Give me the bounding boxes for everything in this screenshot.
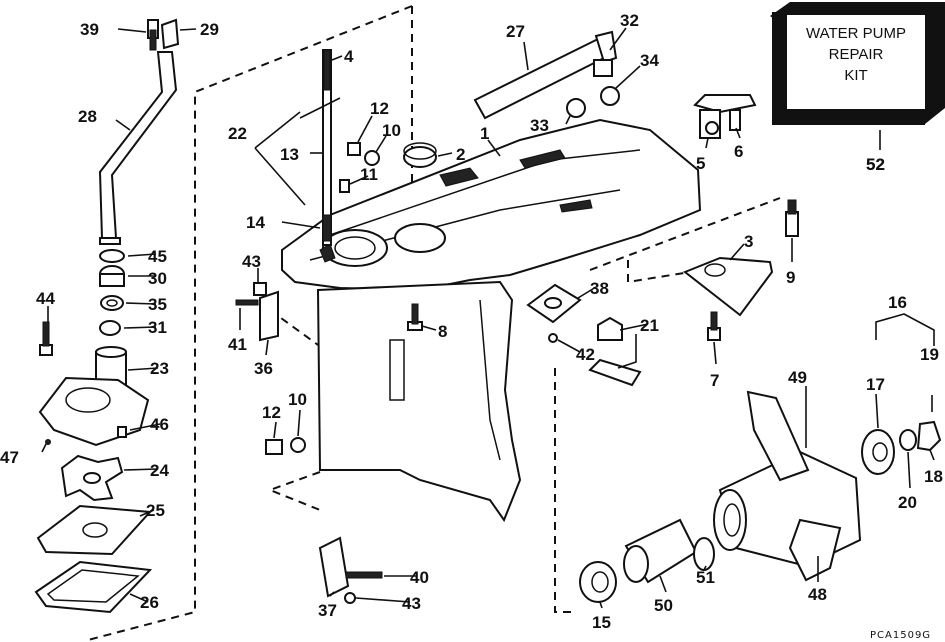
kit-line-3: KIT	[844, 67, 867, 84]
callout-36: 36	[254, 359, 273, 378]
kit-line-1: WATER PUMP	[806, 25, 906, 42]
prop-nut-group	[861, 313, 942, 475]
callout-10b: 10	[288, 390, 307, 409]
callout-12b: 12	[262, 403, 281, 422]
callout-34: 34	[640, 51, 659, 70]
callout-6: 6	[734, 142, 743, 161]
callout-45: 45	[148, 247, 167, 266]
water-pump-components	[34, 346, 153, 614]
callout-49: 49	[788, 368, 807, 387]
gearcase-housing	[281, 118, 702, 523]
callout-39: 39	[80, 20, 99, 39]
water-tube-parts	[473, 30, 620, 120]
callout-38: 38	[590, 279, 609, 298]
small-parts-upper	[339, 142, 437, 193]
callout-10: 10	[382, 121, 401, 140]
propeller-hardware	[579, 390, 862, 603]
callout-35: 35	[148, 295, 167, 314]
water-tube-28-and-seals	[39, 18, 180, 356]
callout-9: 9	[786, 268, 795, 287]
water-pump-repair-kit-box: WATER PUMP REPAIR KIT	[770, 2, 945, 150]
anode-3	[683, 199, 799, 317]
callout-33: 33	[530, 116, 549, 135]
callout-40: 40	[410, 568, 429, 587]
kit-line-2: REPAIR	[829, 46, 884, 63]
callout-13: 13	[280, 145, 299, 164]
bracket-5-6	[693, 94, 757, 139]
kit-number-label: 52	[866, 155, 885, 174]
callout-30: 30	[148, 269, 167, 288]
callout-52: 52	[866, 155, 885, 174]
callout-15: 15	[592, 613, 611, 632]
callout-16: 16	[888, 293, 907, 312]
diagram-code: PCA1509G	[870, 630, 931, 641]
callout-28: 28	[78, 107, 97, 126]
shift-rod-assembly	[254, 49, 341, 246]
callout-32: 32	[620, 11, 639, 30]
callout-21: 21	[640, 316, 659, 335]
callout-23: 23	[150, 359, 169, 378]
middle-parts	[407, 283, 721, 387]
leader-lines	[41, 27, 935, 609]
callout-29: 29	[200, 20, 219, 39]
callout-14: 14	[246, 213, 265, 232]
callout-7: 7	[710, 371, 719, 390]
callout-37: 37	[318, 601, 337, 620]
callout-20: 20	[898, 493, 917, 512]
callout-50: 50	[654, 596, 673, 615]
callout-22: 22	[228, 124, 247, 143]
callout-43b: 43	[402, 594, 421, 613]
callout-48: 48	[808, 585, 827, 604]
callout-42: 42	[576, 345, 595, 364]
callout-25: 25	[146, 501, 165, 520]
callout-1: 1	[480, 124, 489, 143]
callout-31: 31	[148, 318, 167, 337]
callout-51: 51	[696, 568, 715, 587]
callout-46: 46	[150, 415, 169, 434]
callout-44: 44	[36, 289, 55, 308]
callout-4: 4	[344, 47, 354, 66]
callout-43a: 43	[242, 252, 261, 271]
callout-5: 5	[696, 154, 705, 173]
callout-3: 3	[744, 232, 753, 251]
callout-41: 41	[228, 335, 247, 354]
callout-27: 27	[506, 22, 525, 41]
parts-37-40-43	[318, 536, 383, 604]
callout-19: 19	[920, 345, 939, 364]
callout-17: 17	[866, 375, 885, 394]
parts-10-12-lower	[265, 437, 306, 455]
callout-11: 11	[360, 165, 378, 184]
callout-18: 18	[924, 467, 943, 486]
callout-8: 8	[438, 322, 447, 341]
callout-2: 2	[456, 145, 465, 164]
callout-12: 12	[370, 99, 389, 118]
callout-24: 24	[150, 461, 169, 480]
callout-47: 47	[0, 448, 19, 467]
callout-26: 26	[140, 593, 159, 612]
parts-36-41-43	[235, 282, 279, 342]
